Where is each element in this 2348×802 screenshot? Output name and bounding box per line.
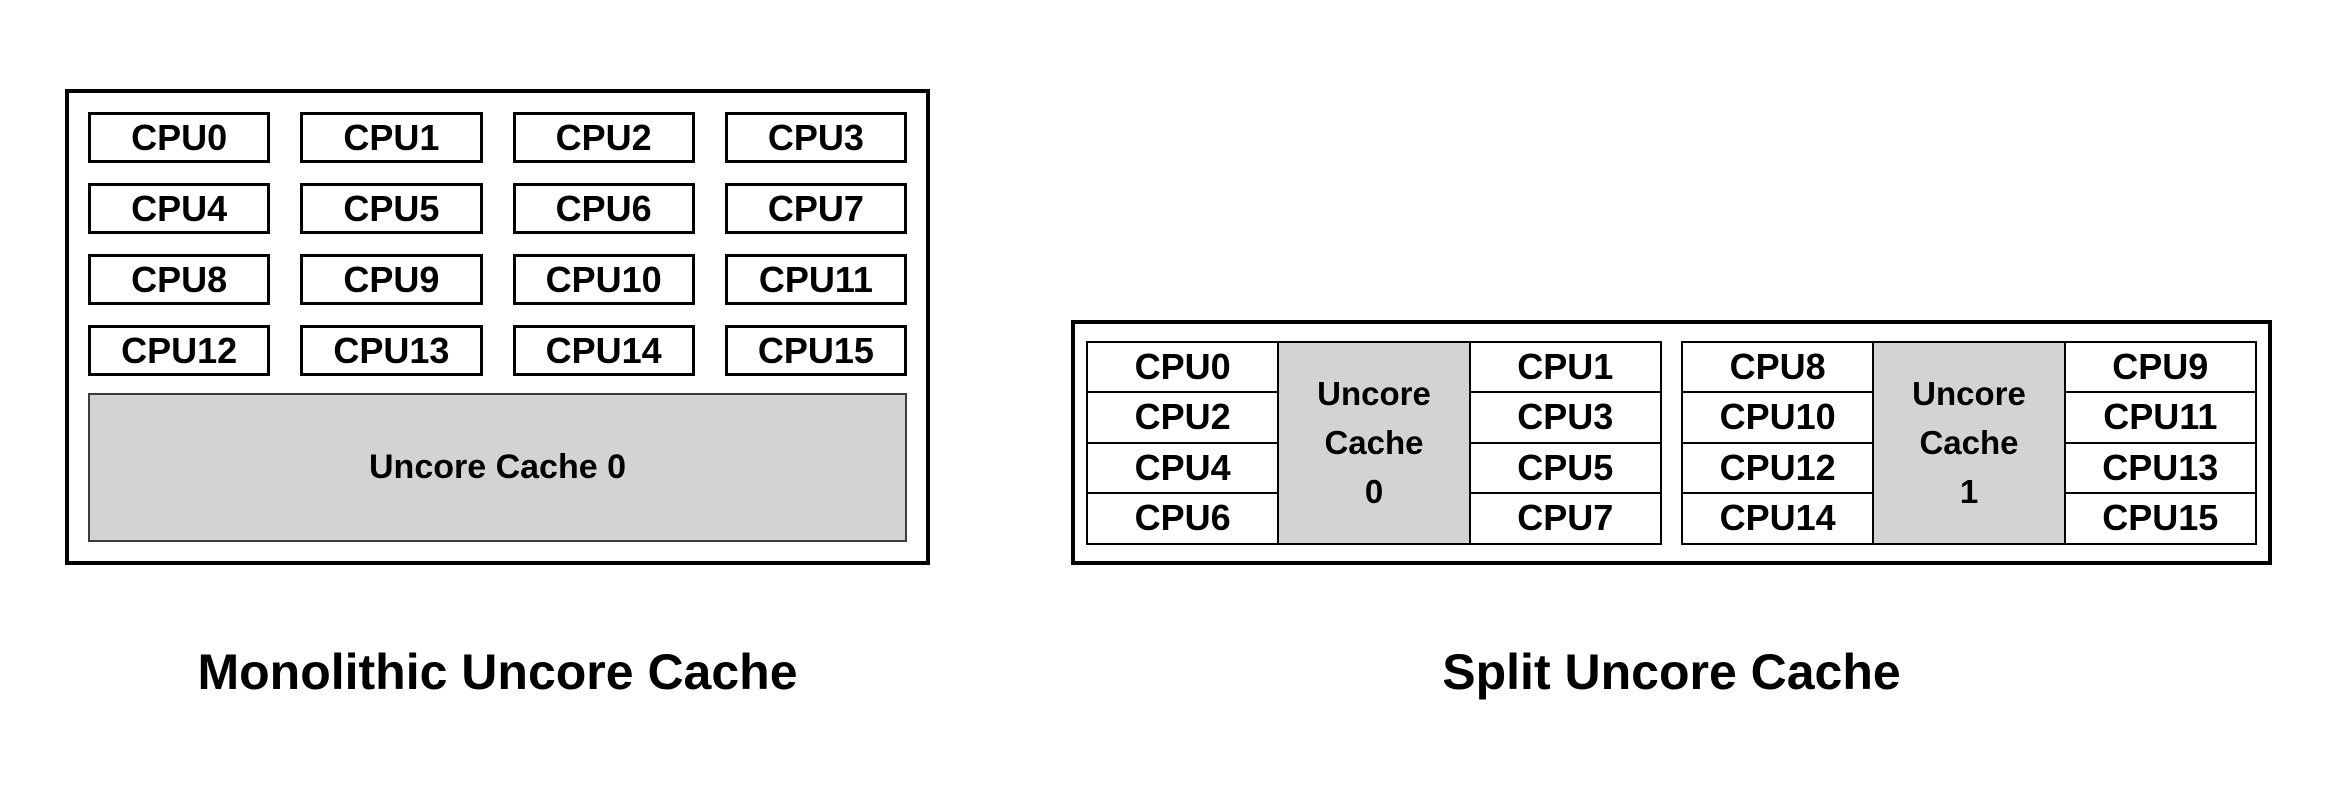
cpu-box: CPU11: [724, 254, 907, 305]
uncore-cache-1-cell: Uncore Cache 1: [1874, 342, 2064, 543]
cpu-box: CPU14: [512, 325, 695, 376]
cpu-box: CPU0: [88, 112, 271, 163]
uncore-line: Uncore: [1912, 375, 2026, 412]
cpu-cell: CPU10: [1683, 393, 1873, 442]
cpu-cell: CPU15: [2065, 494, 2255, 543]
monolithic-cpu-grid: CPU0 CPU1 CPU2 CPU3 CPU4 CPU5 CPU6 CPU7 …: [88, 112, 907, 376]
cpu-box: CPU12: [88, 325, 271, 376]
cpu-cell: CPU11: [2065, 393, 2255, 442]
split-caption: Split Uncore Cache: [1442, 644, 1901, 700]
cpu-cell: CPU9: [2065, 342, 2255, 391]
cpu-box: CPU7: [724, 183, 907, 234]
cpu-cell: CPU1: [1470, 342, 1660, 391]
split-uncore-diagram: CPU0 Uncore Cache 0 CPU1 CPU2 CPU3 CPU4 …: [1071, 320, 2272, 565]
cpu-cell: CPU7: [1470, 494, 1660, 543]
cpu-box: CPU1: [300, 112, 483, 163]
cpu-cell: CPU8: [1683, 342, 1873, 391]
cpu-cell: CPU6: [1088, 494, 1278, 543]
uncore-line: Cache: [1324, 424, 1424, 461]
monolithic-uncore-diagram: CPU0 CPU1 CPU2 CPU3 CPU4 CPU5 CPU6 CPU7 …: [65, 89, 930, 565]
cpu-box: CPU15: [724, 325, 907, 376]
cpu-box: CPU4: [88, 183, 271, 234]
cpu-cell: CPU2: [1088, 393, 1278, 442]
cpu-cell: CPU12: [1683, 443, 1873, 492]
monolithic-caption: Monolithic Uncore Cache: [197, 644, 798, 700]
cpu-cell: CPU13: [2065, 443, 2255, 492]
cpu-cell: CPU3: [1470, 393, 1660, 442]
cpu-box: CPU9: [300, 254, 483, 305]
cpu-cell: CPU14: [1683, 494, 1873, 543]
cpu-cell: CPU5: [1470, 443, 1660, 492]
cpu-box: CPU10: [512, 254, 695, 305]
cpu-cell: CPU4: [1088, 443, 1278, 492]
cpu-box: CPU8: [88, 254, 271, 305]
uncore-line: 1: [1959, 473, 1979, 510]
cpu-cell: CPU0: [1088, 342, 1278, 391]
cpu-box: CPU2: [512, 112, 695, 163]
uncore-cache-0-cell: Uncore Cache 0: [1279, 342, 1469, 543]
uncore-line: Uncore: [1317, 375, 1431, 412]
uncore-line: Cache: [1919, 424, 2019, 461]
cpu-box: CPU3: [724, 112, 907, 163]
split-cluster-1: CPU8 Uncore Cache 1 CPU9 CPU10 CPU11 CPU…: [1681, 340, 2257, 545]
cpu-box: CPU13: [300, 325, 483, 376]
uncore-cache-0-box: Uncore Cache 0: [88, 393, 907, 542]
uncore-line: 0: [1364, 473, 1384, 510]
cpu-box: CPU6: [512, 183, 695, 234]
cpu-box: CPU5: [300, 183, 483, 234]
split-cluster-0: CPU0 Uncore Cache 0 CPU1 CPU2 CPU3 CPU4 …: [1086, 340, 1662, 545]
